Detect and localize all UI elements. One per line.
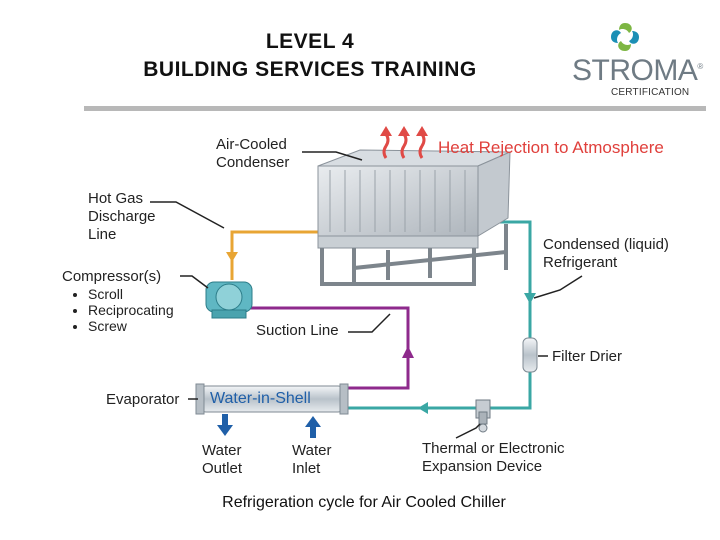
compressor-type-item: Scroll [88,286,174,302]
filter-drier-label: Filter Drier [552,348,622,365]
condensed-refrigerant-label: Condensed (liquid)Refrigerant [543,236,669,271]
hot-gas-arrow [226,252,238,262]
compressor-type-item: Reciprocating [88,302,174,318]
stroma-logo-wordmark: STROMA® [572,54,703,87]
compressor-types-list: Scroll Reciprocating Screw [62,286,174,334]
heat-rejection-arrows-icon [380,126,428,159]
title-divider [84,106,706,111]
stroma-swirl-icon [611,23,639,51]
evaporator-shell [195,383,349,415]
water-in-shell-label: Water-in-Shell [210,390,311,407]
hot-gas-leader [150,201,225,229]
compressor-type-item: Screw [88,318,174,334]
suction-arrow [402,346,414,358]
filter-drier [522,337,538,373]
water-outlet-arrow-icon [217,414,233,436]
compressor-label: Compressor(s) Scroll Reciprocating Screw [62,268,174,334]
water-inlet-arrow-icon [305,416,321,438]
condensed-leader [533,275,583,299]
evaporator-label: Evaporator [106,391,180,408]
slide-title-line-1: LEVEL 4 [265,30,355,53]
suction-line-label: Suction Line [256,322,339,339]
expansion-leader [455,423,481,439]
liquid-line-lower [340,372,532,410]
compressor-leader [180,275,209,289]
hot-gas-discharge-line [230,230,318,280]
slide-title-line-2: BUILDING SERVICES TRAINING [143,58,477,81]
condenser-leader [302,151,363,161]
compressor [205,281,253,319]
air-cooled-condenser [317,149,511,286]
liquid-to-evaporator-arrow [418,402,428,414]
suction-line [238,306,410,390]
expansion-valve [475,399,491,433]
liquid-line-arrow [524,293,536,304]
stroma-logo-subtitle: CERTIFICATION [611,87,690,98]
liquid-line [488,220,532,338]
heat-rejection-label: Heat Rejection to Atmosphere [438,138,664,157]
suction-leader [348,313,391,333]
figure-caption: Refrigeration cycle for Air Cooled Chill… [222,494,506,511]
